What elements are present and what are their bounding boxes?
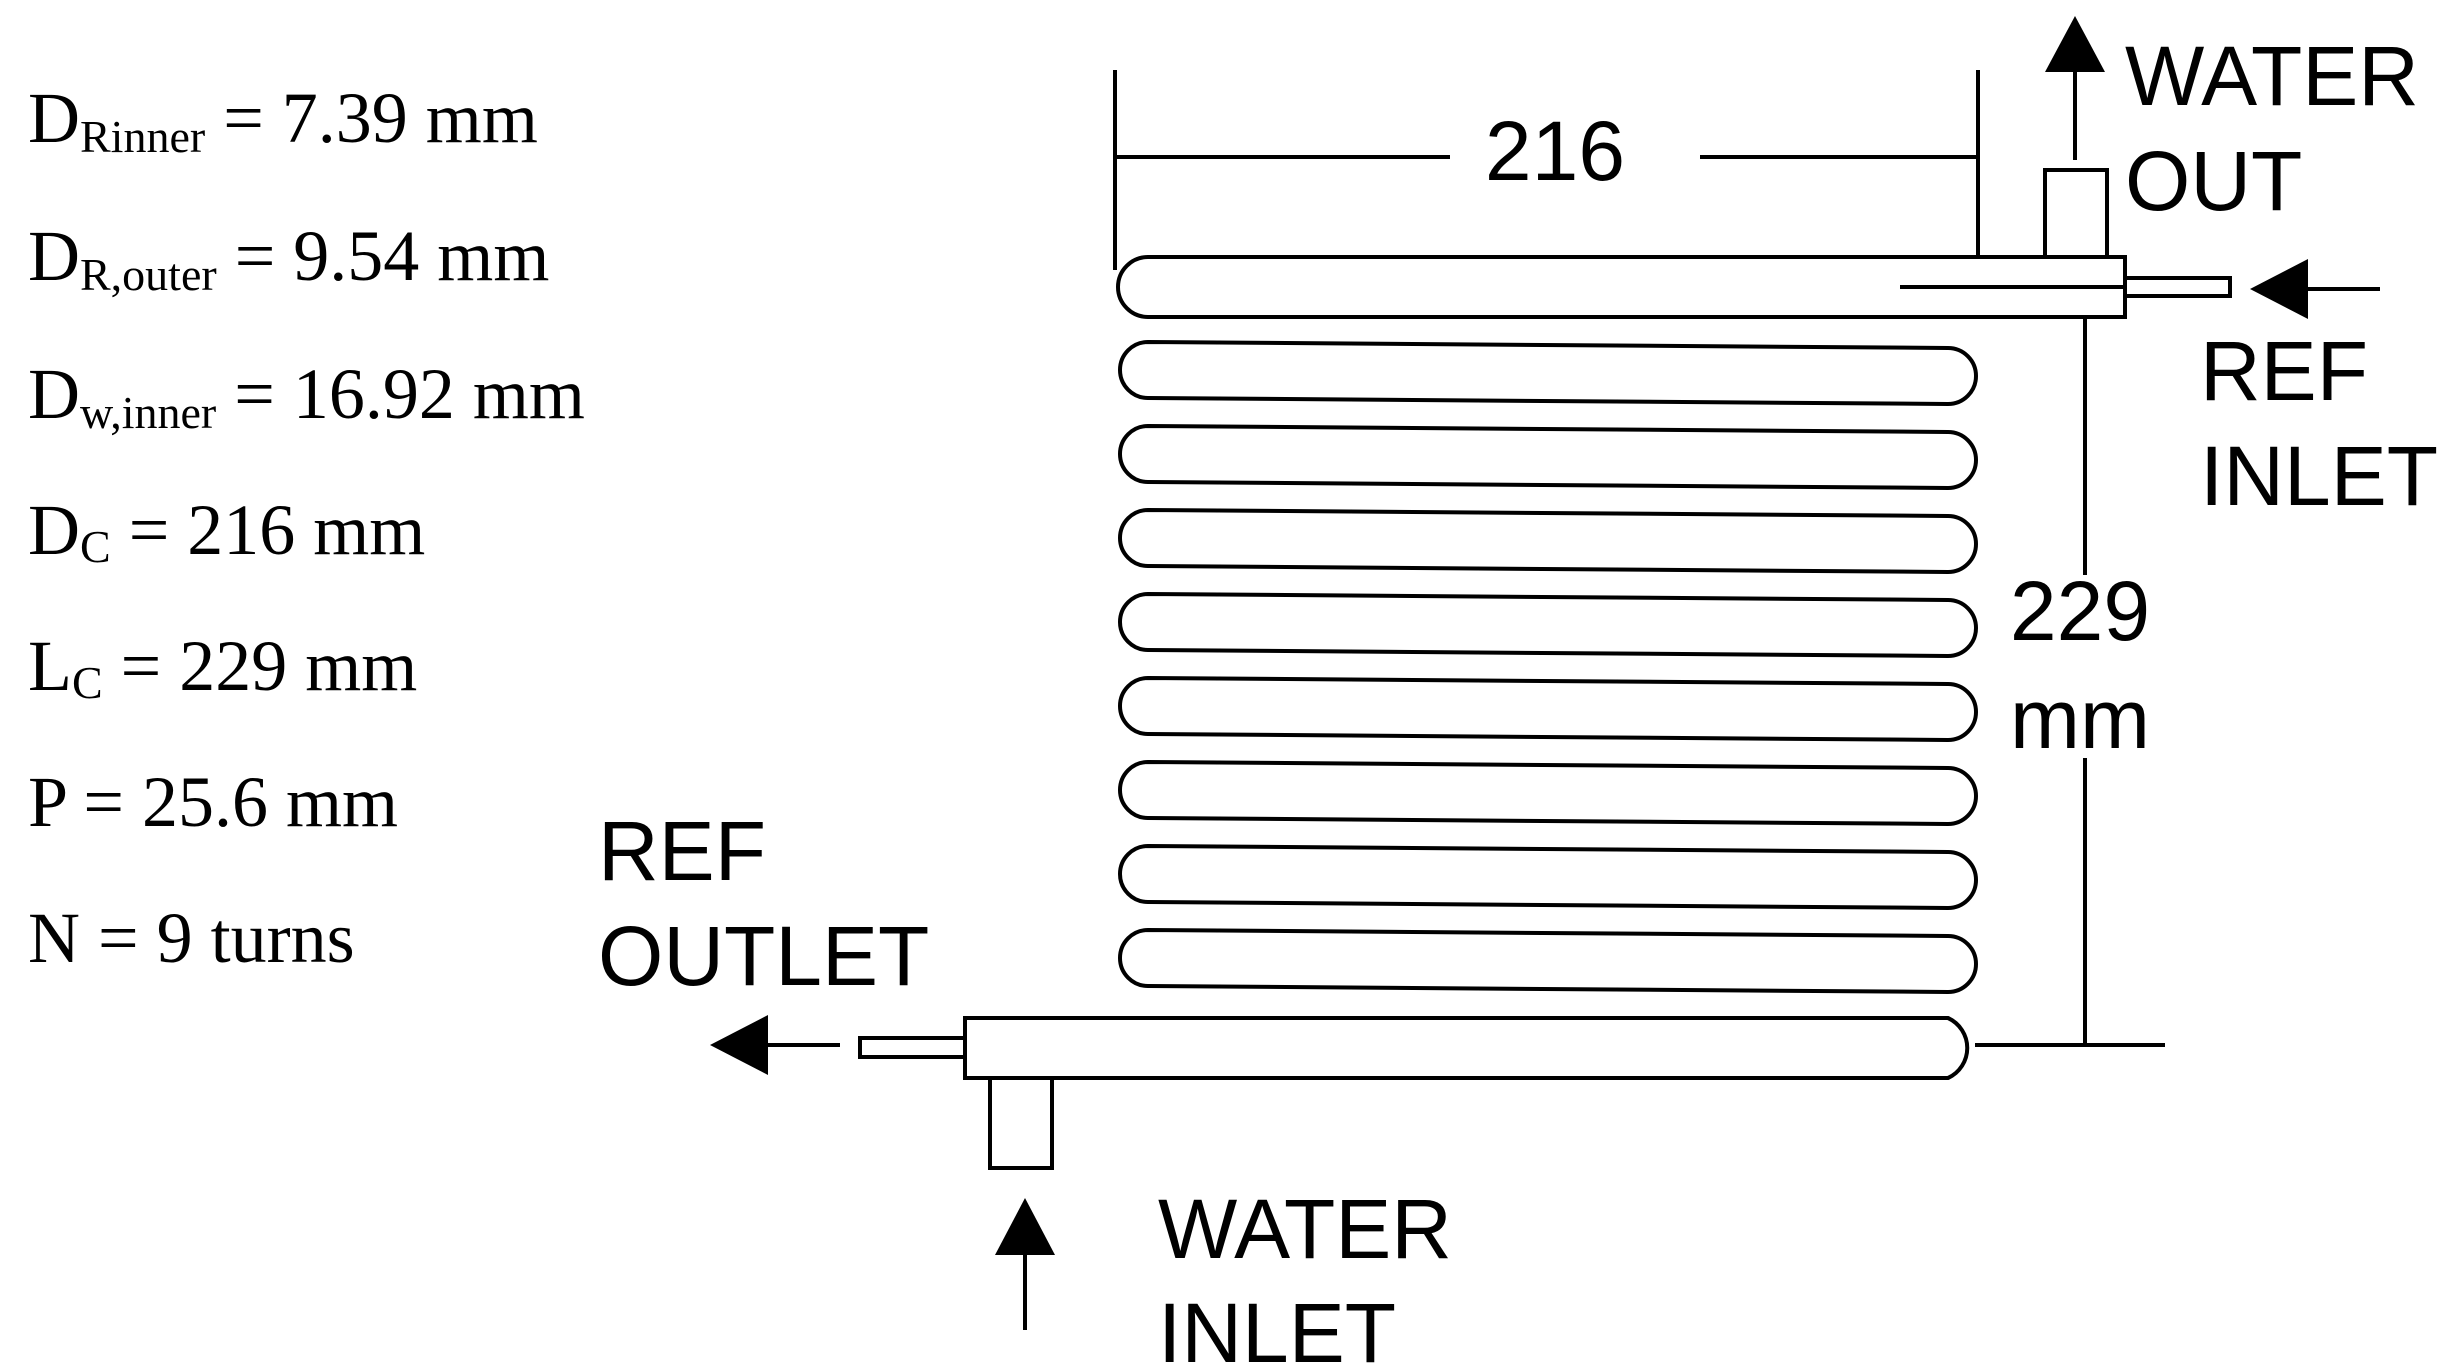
water-out-arrow bbox=[2045, 16, 2105, 160]
coil-loop bbox=[1118, 339, 1978, 407]
coil-loop bbox=[1118, 843, 1978, 911]
ref-outlet-arrow bbox=[710, 1015, 840, 1075]
water-out-label-line1: WATER bbox=[2125, 29, 2419, 123]
param-dc: DC = 216 mm bbox=[28, 490, 425, 572]
height-dimension: 229 mm bbox=[1975, 310, 2165, 1047]
water-inlet-arrow bbox=[995, 1198, 1055, 1330]
ref-inlet-label-line2: INLET bbox=[2200, 429, 2438, 523]
param-dr-outer: DR,outer = 9.54 mm bbox=[28, 216, 549, 300]
water-inlet-nozzle bbox=[988, 1068, 1054, 1170]
coil-loop bbox=[1118, 507, 1978, 575]
param-lc: LC = 229 mm bbox=[28, 626, 417, 708]
ref-outlet-label-line1: REF bbox=[598, 804, 766, 898]
height-dim-value: 229 bbox=[2010, 564, 2150, 658]
ref-outlet-label-line2: OUTLET bbox=[598, 909, 929, 1003]
coil-loop bbox=[1118, 423, 1978, 491]
water-inlet-label-line1: WATER bbox=[1158, 1182, 1452, 1276]
bottom-header-pipe bbox=[963, 1016, 1970, 1080]
param-dw-inner: Dw,inner = 16.92 mm bbox=[28, 354, 585, 438]
param-pitch: P = 25.6 mm bbox=[28, 762, 398, 842]
water-inlet-label-line2: INLET bbox=[1158, 1286, 1396, 1371]
top-header-pipe bbox=[1116, 255, 2127, 319]
flow-arrows bbox=[710, 16, 2380, 1330]
coil-loop bbox=[1118, 927, 1978, 995]
water-out-label-line2: OUT bbox=[2125, 134, 2302, 228]
water-out-nozzle bbox=[2043, 168, 2109, 260]
height-dim-unit: mm bbox=[2010, 672, 2150, 766]
coil-loop bbox=[1118, 675, 1978, 743]
width-dim-value: 216 bbox=[1485, 104, 1625, 198]
width-dimension: 216 bbox=[1113, 70, 1980, 270]
param-turns: N = 9 turns bbox=[28, 898, 355, 978]
top-header bbox=[1116, 168, 2232, 319]
parameter-list: DRinner = 7.39 mm DR,outer = 9.54 mm Dw,… bbox=[28, 78, 585, 978]
flow-labels: WATER OUT REF INLET REF OUTLET WATER INL… bbox=[598, 29, 2438, 1371]
ref-inlet-label-line1: REF bbox=[2200, 324, 2368, 418]
ref-inlet-tube bbox=[2123, 276, 2232, 298]
ref-inlet-arrow bbox=[2250, 259, 2380, 319]
bottom-header bbox=[858, 1016, 1970, 1170]
coil-loop bbox=[1118, 591, 1978, 659]
coil-loop bbox=[1118, 759, 1978, 827]
coil bbox=[1118, 339, 1978, 995]
param-dr-inner: DRinner = 7.39 mm bbox=[28, 78, 538, 162]
ref-outlet-tube bbox=[858, 1036, 967, 1059]
